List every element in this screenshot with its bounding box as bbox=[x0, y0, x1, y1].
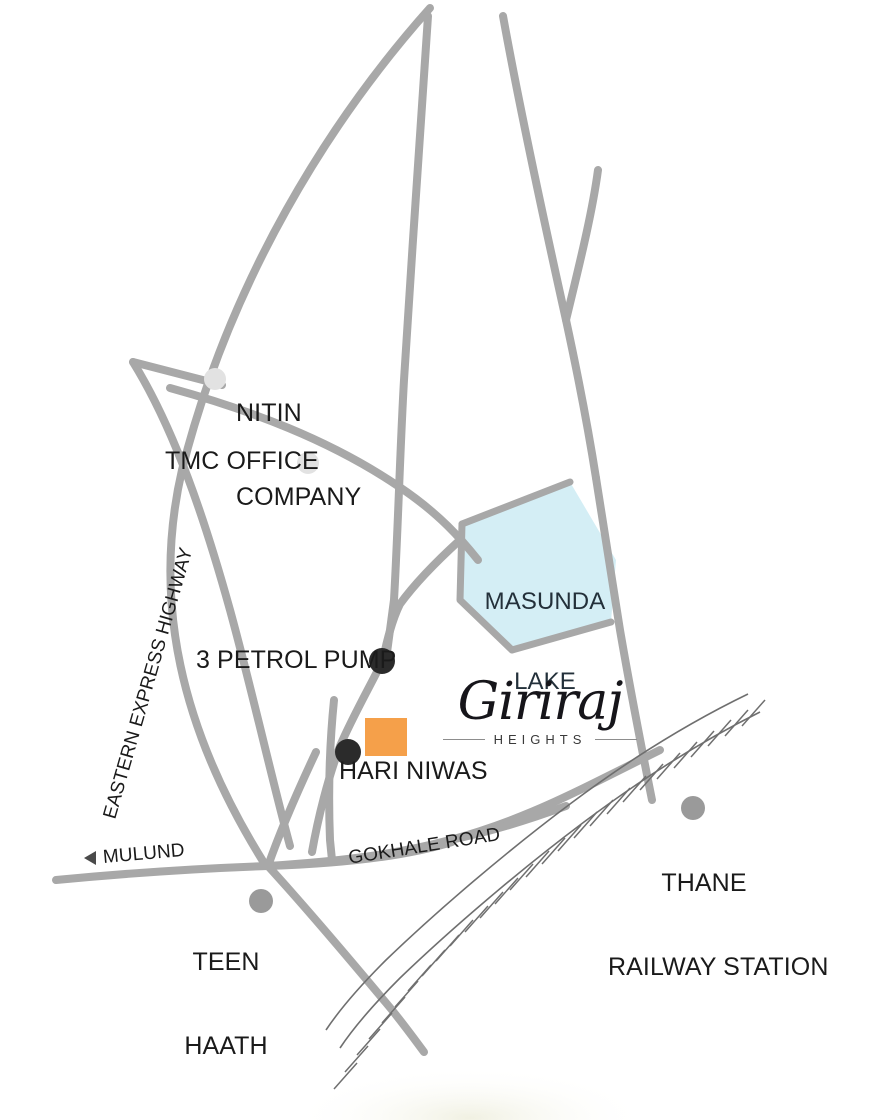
brand-rule-right bbox=[595, 739, 638, 740]
railway-rail-inner bbox=[325, 693, 749, 1031]
masunda-lake-shape bbox=[460, 482, 616, 650]
road-junction-southeast bbox=[264, 862, 428, 1056]
marker-tmc-office bbox=[297, 452, 319, 474]
label-thane-railway-station: THANE RAILWAY STATION bbox=[608, 813, 829, 1037]
road-hariniwas-link bbox=[325, 696, 338, 864]
railway-sleepers bbox=[333, 699, 766, 1090]
road-upper-right-diagonal bbox=[499, 12, 600, 482]
brand-name: Giriraj bbox=[457, 672, 624, 732]
road-network bbox=[52, 4, 664, 1056]
road-lake-to-pump bbox=[379, 536, 464, 664]
teen-haath-naka-line-3: NAKA bbox=[176, 1116, 276, 1120]
road-top-right-branch bbox=[562, 166, 602, 324]
nitin-company-line-2: COMPANY bbox=[236, 483, 362, 511]
label-teen-haath-naka: TEEN HAATH NAKA bbox=[176, 892, 276, 1120]
arrow-left-icon bbox=[84, 850, 96, 865]
road-lake-south-edge bbox=[508, 618, 615, 654]
brand-rule-left bbox=[442, 739, 485, 740]
marker-petrol-pump bbox=[369, 648, 395, 674]
lake-edge-roads bbox=[456, 478, 615, 654]
label-petrol-pump: 3 PETROL PUMP bbox=[196, 646, 397, 674]
teen-haath-naka-line-2: HAATH bbox=[184, 1032, 268, 1060]
label-nitin-company: NITIN COMPANY bbox=[236, 343, 361, 567]
thane-station-line-1: THANE bbox=[661, 869, 747, 897]
road-lake-west-edge bbox=[456, 520, 516, 654]
road-lake-north-edge bbox=[458, 478, 574, 528]
nitin-company-line-1: NITIN bbox=[236, 399, 302, 427]
paper-smudge bbox=[290, 1066, 650, 1120]
road-eastern-express-highway bbox=[166, 4, 434, 870]
teen-haath-naka-line-1: TEEN bbox=[192, 948, 260, 976]
marker-thane-railway-station bbox=[681, 796, 705, 820]
label-mulund-direction: MULUND bbox=[84, 840, 185, 868]
masunda-lake-line-2: LAKE bbox=[514, 668, 576, 696]
label-hari-niwas: HARI NIWAS bbox=[339, 757, 488, 785]
brand-subtitle: HEIGHTS bbox=[493, 732, 587, 747]
giriraj-heights-brand: Giriraj HEIGHTS bbox=[410, 676, 670, 747]
road-gokhale-east bbox=[446, 802, 570, 844]
road-top-center-to-pump bbox=[382, 12, 432, 664]
road-inner-left-curve bbox=[129, 358, 294, 850]
giriraj-heights-site-block bbox=[365, 718, 407, 756]
marker-hari-niwas bbox=[335, 739, 361, 765]
railway-rail-outer bbox=[339, 711, 761, 1049]
masunda-lake-line-1: MASUNDA bbox=[484, 587, 606, 615]
road-nitin-sweep bbox=[166, 384, 482, 564]
railway-line bbox=[325, 693, 766, 1090]
marker-teen-haath-naka bbox=[249, 889, 273, 913]
brand-subtitle-row: HEIGHTS bbox=[410, 732, 670, 747]
marker-nitin-company bbox=[204, 368, 226, 390]
label-masunda-lake: MASUNDA LAKE bbox=[471, 535, 619, 750]
road-junction-north-stub bbox=[264, 748, 320, 870]
label-tmc-office: TMC OFFICE bbox=[165, 447, 319, 475]
thane-station-line-2: RAILWAY STATION bbox=[608, 953, 829, 981]
